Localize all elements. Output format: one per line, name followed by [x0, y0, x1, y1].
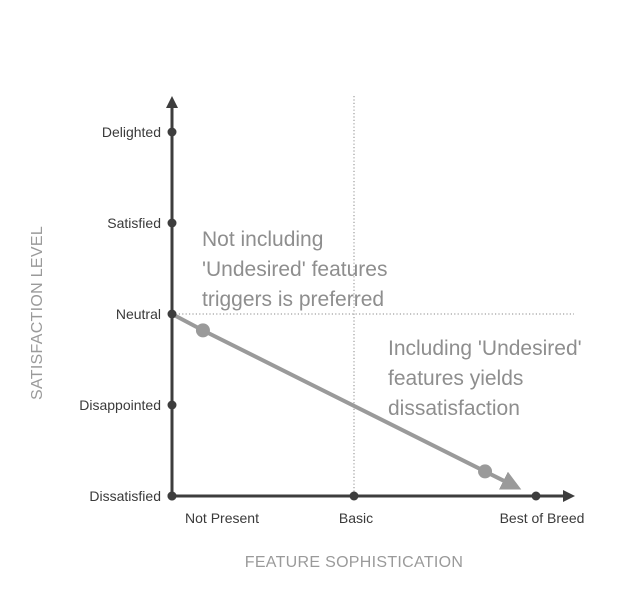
series-0-point-0 [195, 323, 210, 338]
annotation-1-line-2: 'Undesired' features [202, 258, 387, 281]
x-tick-1 [349, 491, 359, 501]
annotation-2-line-1: Including 'Undesired' [388, 337, 582, 360]
y-tick-3 [167, 218, 177, 228]
x-tick-0 [167, 491, 177, 501]
x-tick-label-1: Basic [339, 510, 373, 526]
x-tick-label-0: Not Present [185, 510, 259, 526]
y-tick-label-1: Disappointed [79, 397, 161, 413]
annotation-2-line-3: dissatisfaction [388, 397, 520, 420]
y-tick-label-2: Neutral [116, 306, 161, 322]
y-axis-title: SATISFACTION LEVEL [29, 226, 46, 400]
annotation-1-line-3: triggers is preferred [202, 288, 384, 311]
x-tick-2 [531, 491, 541, 501]
annotation-2-line-2: features yields [388, 367, 523, 390]
y-tick-4 [167, 127, 177, 137]
y-tick-2 [167, 309, 177, 319]
y-tick-1 [167, 400, 177, 410]
tick-marks: Dissatisfied Disappointed Neutral Satisfied… [79, 124, 584, 526]
annotation-not-including: Not including 'Undesired' features trigg… [202, 228, 387, 311]
x-axis-arrowhead [563, 490, 575, 502]
reference-lines [172, 96, 574, 496]
annotation-including: Including 'Undesired' features yields di… [388, 337, 582, 420]
annotation-1-line-1: Not including [202, 228, 323, 251]
series [171, 312, 522, 490]
axes [166, 96, 575, 502]
series-0-point-1 [478, 464, 493, 479]
x-axis-title: FEATURE SOPHISTICATION [245, 554, 463, 571]
y-tick-label-3: Satisfied [107, 215, 161, 231]
y-tick-label-0: Dissatisfied [89, 488, 161, 504]
x-tick-label-2: Best of Breed [500, 510, 585, 526]
y-axis-arrowhead [166, 96, 178, 108]
series-0-line [171, 312, 522, 490]
y-tick-label-4: Delighted [102, 124, 161, 140]
